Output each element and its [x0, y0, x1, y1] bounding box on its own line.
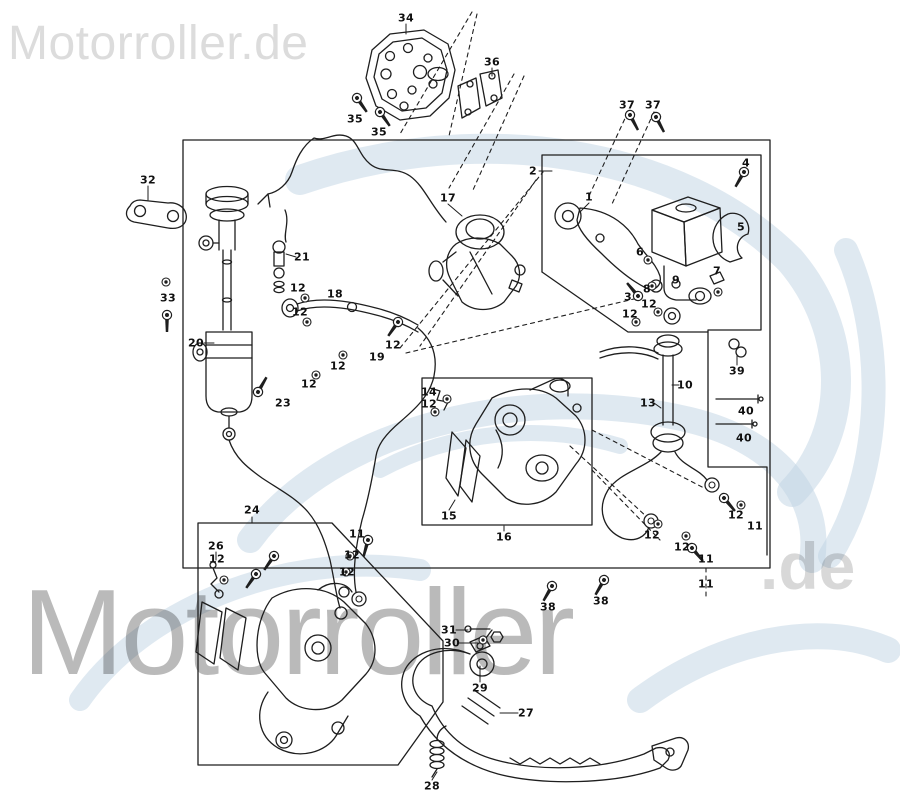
- front-brake-sub-box: [541, 154, 768, 556]
- part-label-1: 1: [585, 190, 593, 204]
- part-label-5: 5: [737, 220, 745, 234]
- part-label-20: 20: [188, 336, 204, 350]
- part-label-12: 12: [292, 305, 308, 319]
- part-label-23: 23: [275, 396, 291, 410]
- part-label-11: 11: [698, 577, 714, 591]
- part-label-38: 38: [593, 594, 609, 608]
- watermark-top-left: Motorroller.de: [8, 17, 309, 70]
- part-label-38: 38: [540, 600, 556, 614]
- part-label-32: 32: [140, 173, 156, 187]
- rear-master-cylinder-art: [192, 185, 253, 441]
- part-label-12: 12: [301, 377, 317, 391]
- part-label-12: 12: [330, 359, 346, 373]
- part-label-12: 12: [209, 552, 225, 566]
- part-label-37: 37: [619, 98, 635, 112]
- part-label-10: 10: [677, 378, 693, 392]
- part-label-12: 12: [339, 565, 355, 579]
- part-label-15: 15: [441, 509, 457, 523]
- part-label-26: 26: [208, 539, 224, 553]
- part-label-12: 12: [728, 508, 744, 522]
- bracket-art: [457, 69, 503, 119]
- watermark-de-suffix: .de: [760, 529, 856, 603]
- front-caliper-box: [421, 377, 593, 526]
- part-label-12: 12: [622, 307, 638, 321]
- part-label-19: 19: [369, 350, 385, 364]
- throttle-housing-art: [428, 214, 526, 311]
- part-label-11: 11: [747, 519, 763, 533]
- part-label-37: 37: [645, 98, 661, 112]
- part-label-33: 33: [160, 291, 176, 305]
- part-label-11: 11: [698, 552, 714, 566]
- part-label-12: 12: [290, 281, 306, 295]
- mounting-plate-art: [365, 29, 456, 121]
- part-label-12: 12: [644, 528, 660, 542]
- part-label-21: 21: [294, 250, 310, 264]
- part-label-3: 3: [624, 290, 632, 304]
- part-label-18: 18: [327, 287, 343, 301]
- part-label-29: 29: [472, 681, 488, 695]
- part-label-24: 24: [244, 503, 260, 517]
- part-label-17: 17: [440, 191, 456, 205]
- front-brake-hose-art: [599, 334, 764, 565]
- label-leaders: [147, 23, 738, 781]
- part-label-40: 40: [736, 431, 752, 445]
- part-label-8: 8: [643, 282, 651, 296]
- part-label-11: 11: [349, 527, 365, 541]
- part-label-30: 30: [444, 636, 460, 650]
- part-label-31: 31: [441, 623, 457, 637]
- rear-brake-hose-art: [228, 298, 436, 620]
- part-label-4: 4: [742, 156, 750, 170]
- part-label-12: 12: [385, 338, 401, 352]
- rear-caliper-box: [197, 522, 444, 766]
- part-label-9: 9: [672, 273, 680, 287]
- front-caliper-art: [429, 377, 586, 505]
- part-label-12: 12: [641, 297, 657, 311]
- brake-pedal-art: [401, 573, 690, 783]
- part-label-16: 16: [496, 530, 512, 544]
- part-label-35: 35: [371, 125, 387, 139]
- part-label-27: 27: [518, 706, 534, 720]
- part-label-12: 12: [421, 397, 437, 411]
- part-label-34: 34: [398, 11, 414, 25]
- part-label-40: 40: [738, 404, 754, 418]
- part-label-7: 7: [713, 264, 721, 278]
- part-label-12: 12: [344, 548, 360, 562]
- front-master-cylinder-art: [622, 165, 751, 327]
- part-label-13: 13: [640, 396, 656, 410]
- part-label-28: 28: [424, 779, 440, 793]
- part-label-6: 6: [636, 245, 644, 259]
- part-label-36: 36: [484, 55, 500, 69]
- left-bracket-art: [125, 199, 187, 333]
- watermark-motorroller: Motorroller: [22, 564, 575, 700]
- part-label-12: 12: [674, 540, 690, 554]
- cable-art: [257, 134, 447, 294]
- rear-caliper-art: [195, 548, 376, 755]
- part-label-2: 2: [529, 164, 537, 178]
- part-label-39: 39: [729, 364, 745, 378]
- part-label-35: 35: [347, 112, 363, 126]
- part-label-14: 14: [421, 385, 437, 399]
